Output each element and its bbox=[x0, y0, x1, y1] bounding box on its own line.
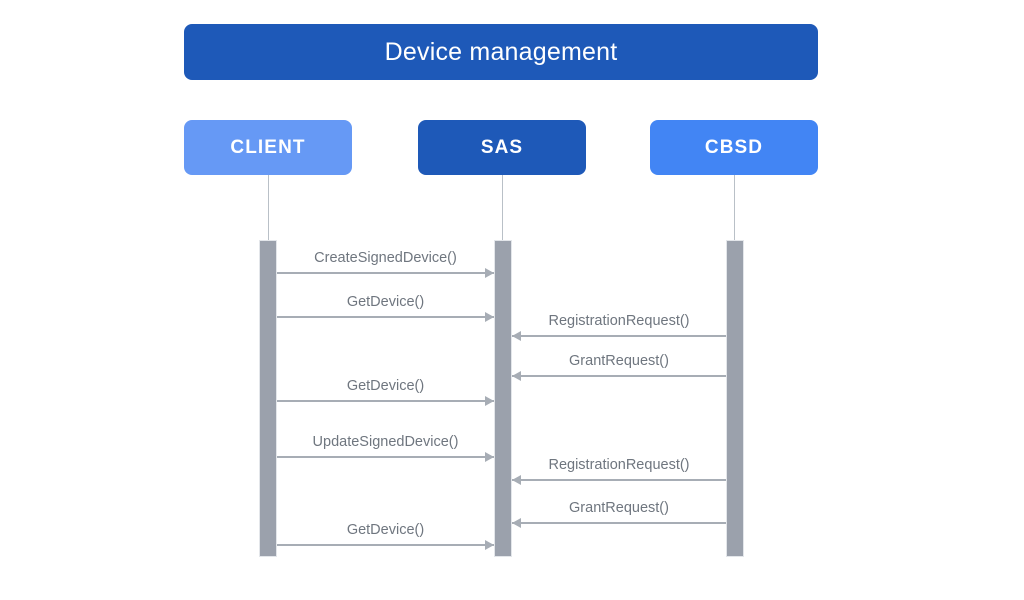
activation-bar-cbsd bbox=[726, 240, 744, 557]
arrowhead-icon bbox=[485, 312, 494, 322]
message-line bbox=[512, 522, 726, 524]
participant-label: CLIENT bbox=[230, 137, 306, 158]
message-line bbox=[277, 544, 494, 546]
arrowhead-icon bbox=[485, 452, 494, 462]
message-line bbox=[512, 375, 726, 377]
participant-cbsd[interactable]: CBSD bbox=[650, 120, 818, 175]
diagram-title-banner: Device management bbox=[184, 24, 818, 80]
message-line bbox=[277, 316, 494, 318]
message-label: RegistrationRequest() bbox=[548, 312, 690, 329]
activation-bar-client bbox=[259, 240, 277, 557]
message-arrow[interactable]: RegistrationRequest() bbox=[512, 457, 726, 485]
message-label: GetDevice() bbox=[346, 293, 425, 310]
arrowhead-icon bbox=[512, 518, 521, 528]
message-arrow[interactable]: UpdateSignedDevice() bbox=[277, 434, 494, 462]
participant-client[interactable]: CLIENT bbox=[184, 120, 352, 175]
message-label: RegistrationRequest() bbox=[548, 456, 690, 473]
message-arrow[interactable]: CreateSignedDevice() bbox=[277, 250, 494, 278]
message-label: GetDevice() bbox=[346, 521, 425, 538]
message-label: GrantRequest() bbox=[569, 352, 669, 369]
arrowhead-icon bbox=[512, 475, 521, 485]
message-label: UpdateSignedDevice() bbox=[312, 433, 459, 450]
arrowhead-icon bbox=[485, 396, 494, 406]
message-label: CreateSignedDevice() bbox=[314, 249, 457, 266]
message-line bbox=[512, 335, 726, 337]
message-line bbox=[277, 272, 494, 274]
activation-bar-sas bbox=[494, 240, 512, 557]
message-line bbox=[512, 479, 726, 481]
message-label: GetDevice() bbox=[346, 377, 425, 394]
arrowhead-icon bbox=[485, 268, 494, 278]
participant-sas[interactable]: SAS bbox=[418, 120, 586, 175]
participant-label: SAS bbox=[480, 137, 524, 158]
message-arrow[interactable]: GetDevice() bbox=[277, 294, 494, 322]
arrowhead-icon bbox=[512, 331, 521, 341]
page-title: Device management bbox=[384, 37, 618, 66]
arrowhead-icon bbox=[485, 540, 494, 550]
message-arrow[interactable]: GetDevice() bbox=[277, 378, 494, 406]
message-arrow[interactable]: GrantRequest() bbox=[512, 353, 726, 381]
participant-label: CBSD bbox=[704, 137, 764, 158]
arrowhead-icon bbox=[512, 371, 521, 381]
message-arrow[interactable]: GetDevice() bbox=[277, 522, 494, 550]
message-arrow[interactable]: RegistrationRequest() bbox=[512, 313, 726, 341]
message-arrow[interactable]: GrantRequest() bbox=[512, 500, 726, 528]
message-line bbox=[277, 400, 494, 402]
message-line bbox=[277, 456, 494, 458]
message-label: GrantRequest() bbox=[569, 499, 669, 516]
